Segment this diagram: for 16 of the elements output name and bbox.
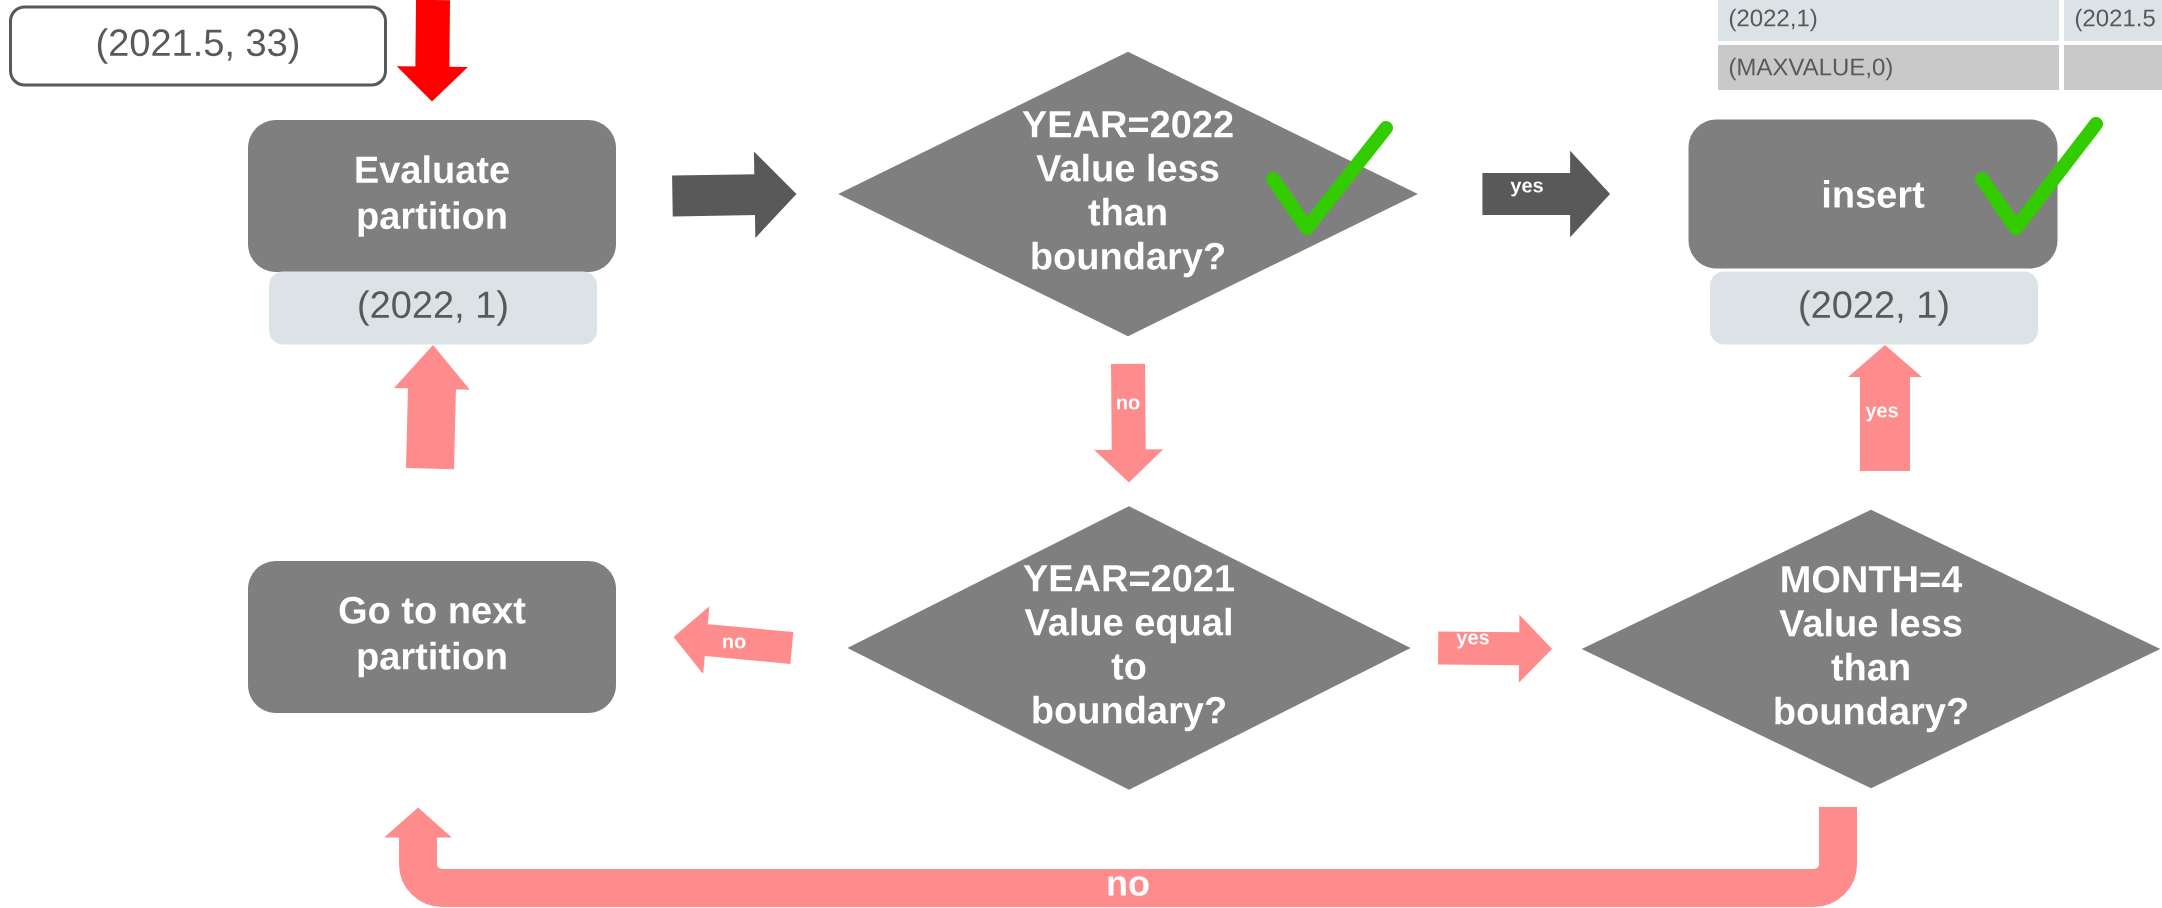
- value-box: (2022, 1): [269, 271, 597, 345]
- process-box: Evaluate partition: [248, 120, 616, 272]
- process-box: insert: [1688, 119, 2058, 269]
- edge-label: yes: [1456, 633, 1489, 649]
- table-cell: (MAXVALUE,0): [1718, 45, 2059, 90]
- table-cell: (2022,1): [1718, 0, 2059, 41]
- table-cell: (2021.5: [2064, 0, 2162, 41]
- process-box: Go to next partition: [248, 561, 616, 713]
- edge-label: no: [723, 637, 746, 649]
- value-box: (2022, 1): [1710, 271, 2038, 345]
- edge-label: yes: [1865, 406, 1898, 422]
- input-box: (2021.5, 33): [9, 5, 387, 87]
- edge-label: no: [1108, 876, 1149, 896]
- arrow: [384, 806, 1857, 907]
- edge-label: no: [1117, 398, 1140, 410]
- edge-label: yes: [1510, 181, 1543, 197]
